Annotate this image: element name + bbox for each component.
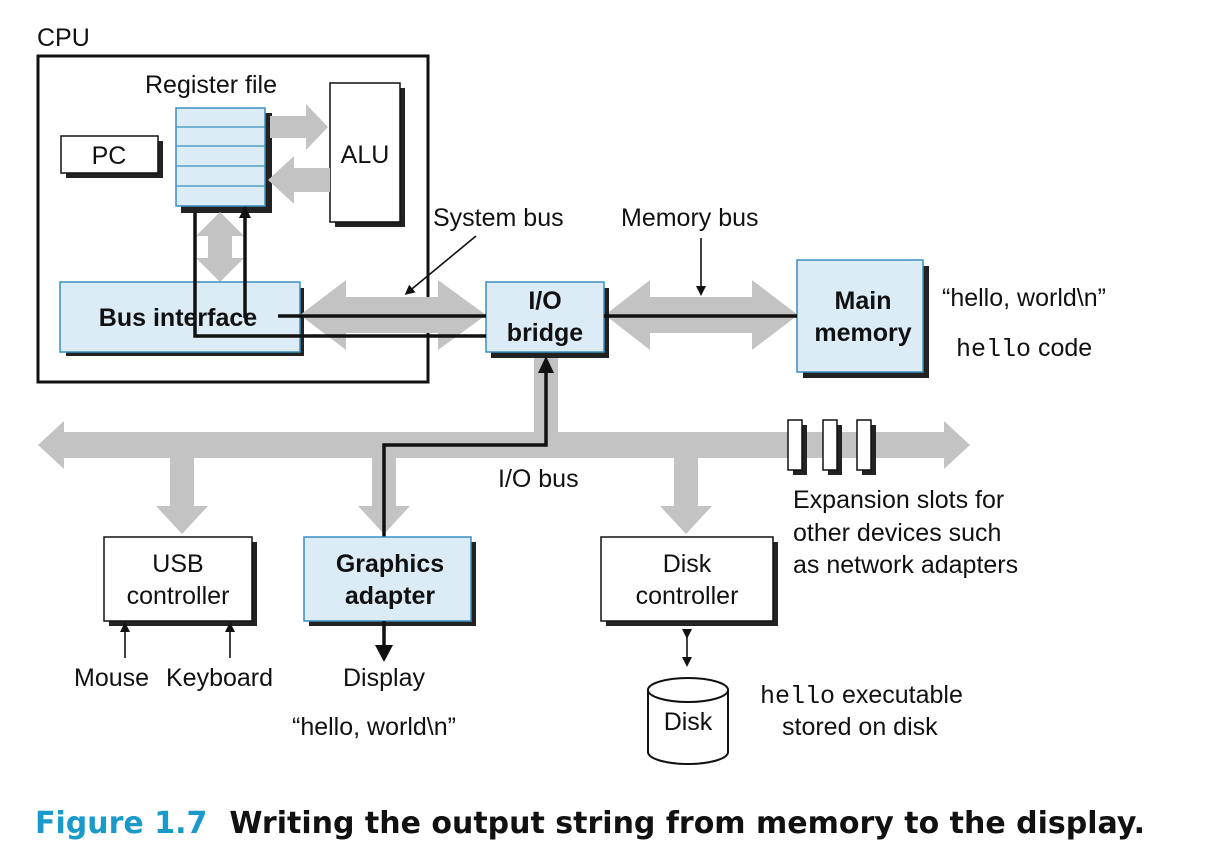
io-bus-label: I/O bus xyxy=(498,465,579,493)
disk-controller: Disk controller xyxy=(600,536,778,626)
keyboard-label: Keyboard xyxy=(166,664,273,692)
io-bridge: I/O bridge xyxy=(485,281,609,358)
display-arrowhead xyxy=(375,645,393,662)
executable-label: hello executable xyxy=(760,681,963,711)
svg-text:memory: memory xyxy=(814,319,911,347)
usb-drop-arrow xyxy=(156,458,208,534)
svg-text:Graphics: Graphics xyxy=(336,550,444,578)
usb-controller: USB controller xyxy=(103,536,257,626)
stored-on-disk-label: stored on disk xyxy=(782,713,938,741)
svg-text:Bus interface: Bus interface xyxy=(99,304,257,332)
main-memory: Main memory xyxy=(796,259,929,378)
figure-number: Figure 1.7 xyxy=(35,806,208,841)
svg-text:controller: controller xyxy=(127,582,230,610)
svg-text:ALU: ALU xyxy=(341,141,390,169)
alu-to-reg-arrow xyxy=(268,156,330,204)
disk: Disk xyxy=(647,677,729,765)
expansion-slots xyxy=(787,419,876,475)
expansion-label-line2: other devices such xyxy=(793,519,1001,547)
alu: ALU xyxy=(329,82,405,227)
svg-text:Disk: Disk xyxy=(664,708,713,736)
display-string: “hello, world\n” xyxy=(292,713,456,741)
expansion-label-line1: Expansion slots for xyxy=(793,486,1004,514)
register-file xyxy=(175,107,272,213)
graphics-adapter: Graphics adapter xyxy=(303,536,476,626)
pc-register: PC xyxy=(60,135,163,178)
cpu-box xyxy=(36,54,430,384)
svg-text:controller: controller xyxy=(636,582,739,610)
expansion-label-line3: as network adapters xyxy=(793,551,1018,579)
figure-caption-text: Writing the output string from memory to… xyxy=(229,806,1146,841)
memory-bus-label: Memory bus xyxy=(621,204,759,232)
system-bus-pointer xyxy=(404,235,477,295)
hello-code-label: hello code xyxy=(956,334,1092,364)
figure-caption: Figure 1.7 Writing the output string from… xyxy=(35,806,1145,841)
cpu-label: CPU xyxy=(37,24,90,52)
bus-interface: Bus interface xyxy=(59,281,304,356)
memory-string: “hello, world\n” xyxy=(942,284,1106,312)
svg-text:bridge: bridge xyxy=(507,319,583,347)
disk-drop-arrow xyxy=(660,458,712,534)
mouse-label: Mouse xyxy=(74,664,149,692)
display-label: Display xyxy=(343,664,425,692)
computer-system-diagram: CPU Register file PC ALU Bus interface xyxy=(36,24,1106,765)
reg-bus-interface-arrow xyxy=(196,212,244,282)
data-path-bridge-to-register xyxy=(193,320,486,338)
system-bus-label: System bus xyxy=(433,204,564,232)
svg-text:adapter: adapter xyxy=(345,582,436,610)
data-path-bridge-to-graphics xyxy=(382,372,548,540)
svg-text:I/O: I/O xyxy=(528,287,561,315)
data-path-bridge-arrowhead xyxy=(538,356,554,373)
reg-to-alu-arrow xyxy=(270,104,328,150)
register-file-label: Register file xyxy=(145,71,277,99)
svg-text:Main: Main xyxy=(835,287,892,315)
svg-text:USB: USB xyxy=(152,550,203,578)
svg-text:Disk: Disk xyxy=(663,550,712,578)
svg-text:PC: PC xyxy=(92,142,127,170)
